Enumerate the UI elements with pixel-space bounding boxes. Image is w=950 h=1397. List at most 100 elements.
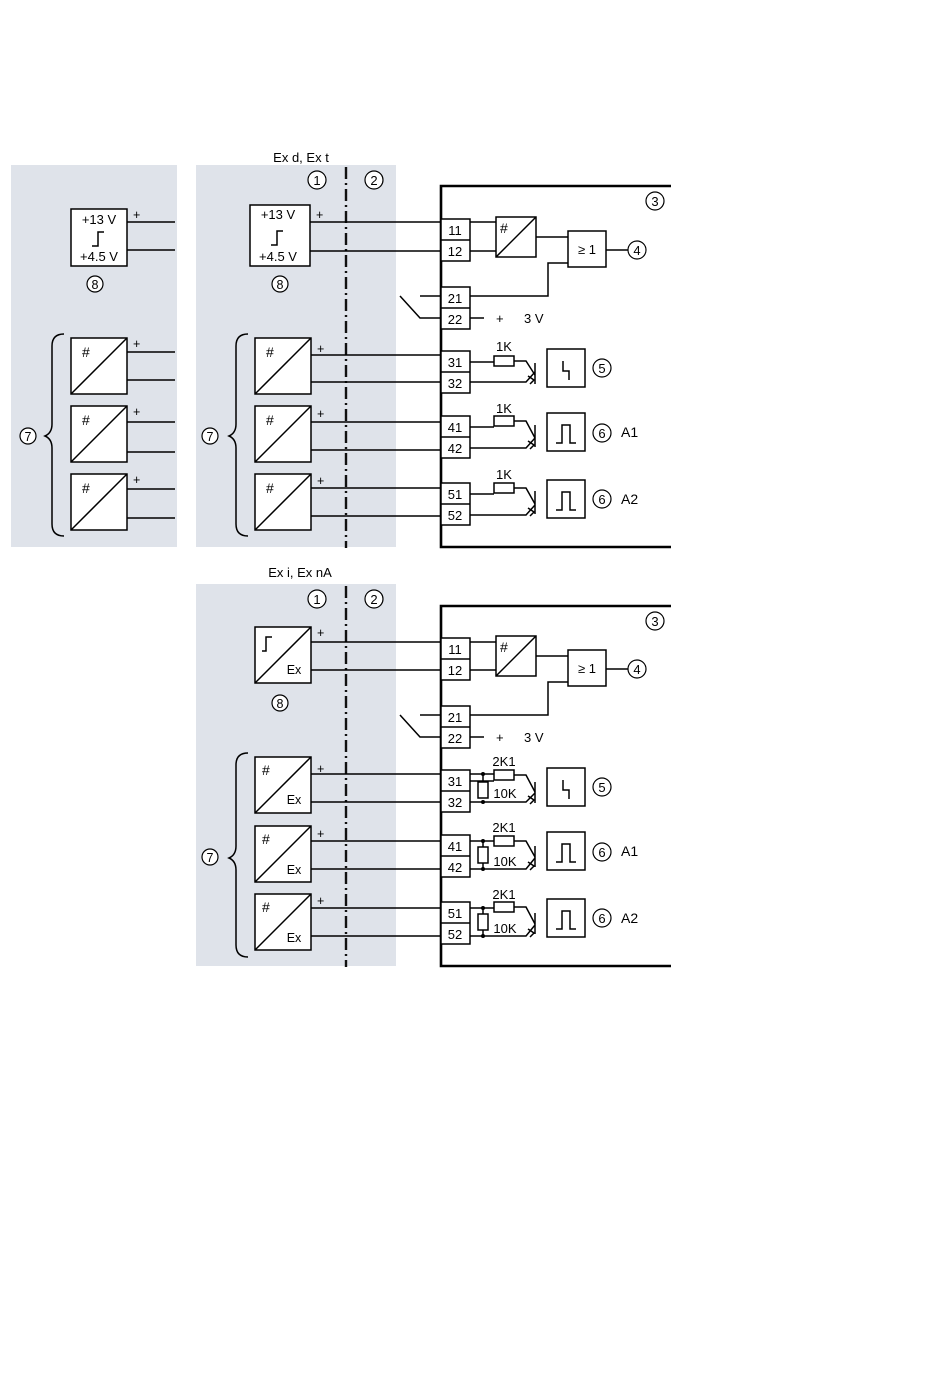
lower-callout-8: 8	[277, 697, 284, 711]
left-psu-45v: +4.5 V	[80, 249, 118, 264]
lower-terminal-31: 31	[448, 774, 462, 789]
svg-text:Ex: Ex	[287, 793, 302, 807]
upper-a1: A1	[621, 424, 638, 440]
lower-callout-1: 1	[313, 592, 320, 607]
svg-text:10K: 10K	[493, 786, 516, 801]
lower-callout-7: 7	[207, 851, 214, 865]
svg-text:+: +	[317, 407, 324, 421]
lower-a1: A1	[621, 843, 638, 859]
svg-text:Ex: Ex	[287, 931, 302, 945]
svg-text:10K: 10K	[493, 854, 516, 869]
upper-callout-1: 1	[313, 173, 320, 188]
upper-plus-3v: +	[496, 311, 504, 326]
svg-text:+13 V: +13 V	[261, 207, 296, 222]
lower-output-41: 2K1 10K 6 A1	[470, 820, 638, 871]
svg-text:#: #	[266, 344, 274, 360]
svg-text:+: +	[317, 342, 324, 356]
upper-callout-8: 8	[277, 278, 284, 292]
lower-terminal-51: 51	[448, 906, 462, 921]
lower-terminal-21: 21	[448, 710, 462, 725]
upper-output-41: 1K 6 A1	[470, 401, 638, 451]
lower-callout-6-a1: 6	[598, 845, 605, 860]
svg-text:+: +	[317, 474, 324, 488]
svg-text:#: #	[500, 639, 508, 655]
svg-text:#: #	[82, 412, 90, 428]
upper-callout-4: 4	[633, 243, 640, 258]
lower-terminal-52: 52	[448, 927, 462, 942]
lower-output-31: 2K1 10K 5	[470, 754, 611, 806]
lower-3v: 3 V	[524, 730, 544, 745]
svg-text:#: #	[262, 899, 270, 915]
upper-terminal-52: 52	[448, 508, 462, 523]
svg-text:2K1: 2K1	[492, 887, 515, 902]
upper-callout-3: 3	[651, 194, 658, 209]
svg-text:+: +	[317, 827, 324, 841]
lower-callout-2: 2	[370, 592, 377, 607]
lower-callout-6-a2: 6	[598, 911, 605, 926]
lower-or-gate: ≥ 1	[578, 661, 596, 676]
lower-terminal-22: 22	[448, 731, 462, 746]
left-psu-13v: +13 V	[82, 212, 117, 227]
svg-text:+: +	[316, 208, 323, 222]
svg-text:10K: 10K	[493, 921, 516, 936]
svg-text:Ex: Ex	[287, 863, 302, 877]
upper-terminal-41: 41	[448, 420, 462, 435]
lower-terminal-11: 11	[448, 642, 462, 657]
svg-text:#: #	[262, 831, 270, 847]
lower-plus-3v: +	[496, 730, 504, 745]
upper-terminal-42: 42	[448, 441, 462, 456]
left-panel: +13 V +4.5 V + 8 # + # +	[11, 165, 177, 547]
upper-callout-5: 5	[598, 361, 605, 376]
upper-terminal-12: 12	[448, 244, 462, 259]
lower-terminal-block: 11 12 21 22 31 32 41 42 51 52	[441, 638, 470, 944]
svg-text:+: +	[133, 473, 140, 487]
svg-text:+: +	[317, 626, 324, 640]
upper-callout-6-a1: 6	[598, 426, 605, 441]
lower-terminal-42: 42	[448, 860, 462, 875]
upper-or-gate: ≥ 1	[578, 242, 596, 257]
svg-text:1K: 1K	[496, 467, 512, 482]
upper-diagram: Ex d, Ex t 1 2 3 +13 V +4.5 V + 8 11 12	[196, 150, 671, 548]
lower-callout-4: 4	[633, 662, 640, 677]
upper-terminal-block: 11 12 21 22 31 32 41 42 51 52	[441, 219, 470, 525]
upper-terminal-21: 21	[448, 291, 462, 306]
lower-callout-3: 3	[651, 614, 658, 629]
svg-text:#: #	[82, 480, 90, 496]
upper-output-31: 1K 5	[470, 339, 611, 387]
lower-terminal-12: 12	[448, 663, 462, 678]
svg-text:#: #	[266, 412, 274, 428]
upper-callout-7: 7	[207, 430, 214, 444]
upper-terminal-31: 31	[448, 355, 462, 370]
upper-title: Ex d, Ex t	[273, 150, 329, 165]
lower-diagram: Ex i, Ex nA 1 2 3 Ex + 8 11 12 21	[196, 565, 671, 967]
left-psu-plus: +	[133, 208, 140, 222]
lower-title: Ex i, Ex nA	[268, 565, 332, 580]
svg-text:+4.5 V: +4.5 V	[259, 249, 297, 264]
svg-text:1K: 1K	[496, 401, 512, 416]
svg-text:#: #	[82, 344, 90, 360]
upper-3v: 3 V	[524, 311, 544, 326]
upper-terminal-32: 32	[448, 376, 462, 391]
lower-callout-5: 5	[598, 780, 605, 795]
svg-text:#: #	[500, 220, 508, 236]
svg-text:1K: 1K	[496, 339, 512, 354]
lower-output-51: 2K1 10K 6 A2	[470, 887, 638, 938]
upper-callout-2: 2	[370, 173, 377, 188]
upper-a2: A2	[621, 491, 638, 507]
svg-text:#: #	[262, 762, 270, 778]
left-callout-7: 7	[25, 430, 32, 444]
upper-terminal-51: 51	[448, 487, 462, 502]
svg-text:#: #	[266, 480, 274, 496]
svg-text:2K1: 2K1	[492, 754, 515, 769]
lower-terminal-32: 32	[448, 795, 462, 810]
lower-a2: A2	[621, 910, 638, 926]
left-callout-8: 8	[92, 278, 99, 292]
svg-text:+: +	[133, 337, 140, 351]
upper-terminal-11: 11	[448, 223, 462, 238]
svg-text:+: +	[133, 405, 140, 419]
svg-text:2K1: 2K1	[492, 820, 515, 835]
upper-callout-6-a2: 6	[598, 492, 605, 507]
lower-terminal-41: 41	[448, 839, 462, 854]
svg-text:Ex: Ex	[287, 663, 302, 677]
